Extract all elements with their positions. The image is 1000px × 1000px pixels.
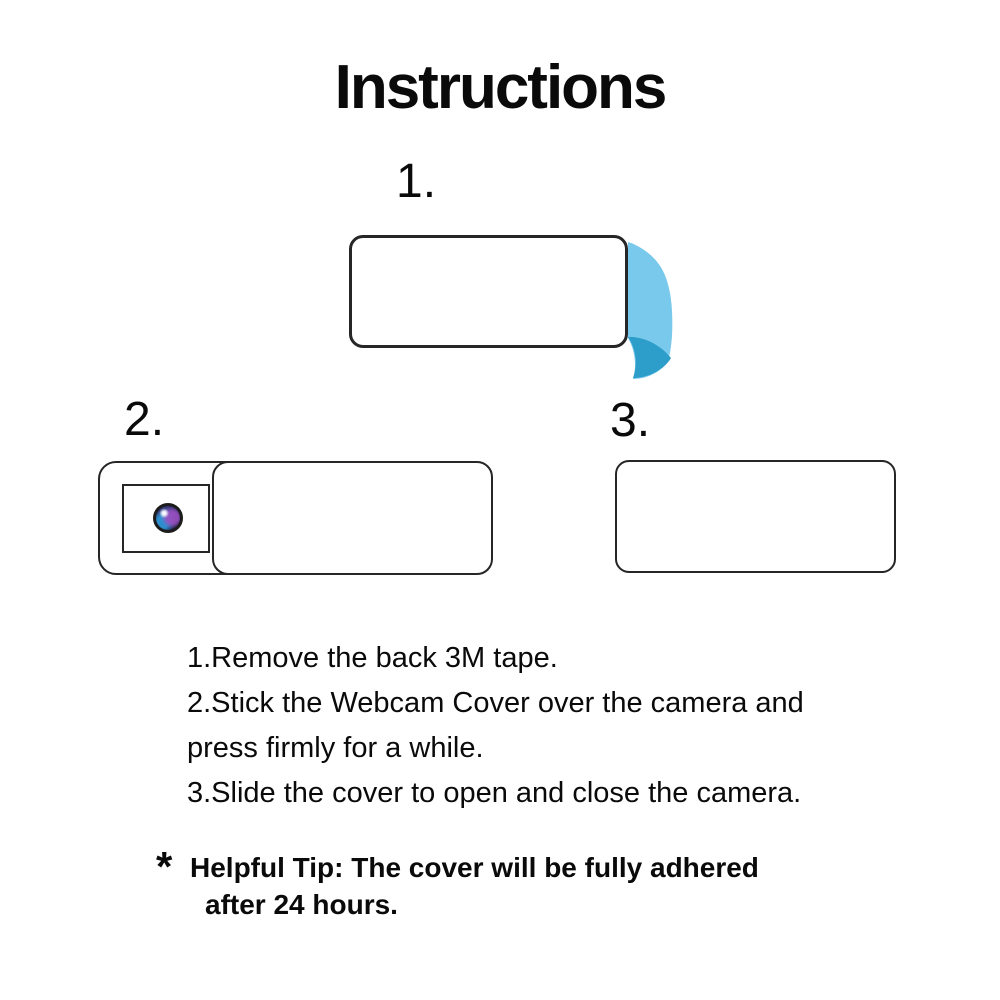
asterisk-icon: *: [156, 843, 173, 890]
step-2-label: 2.: [124, 393, 165, 446]
instruction-line: 1.Remove the back 3M tape.: [187, 642, 558, 674]
instruction-line: 3.Slide the cover to open and close the …: [187, 777, 802, 809]
page-title: Instructions: [334, 53, 668, 122]
step-3-label: 3.: [610, 394, 651, 447]
tip-line: after 24 hours.: [205, 889, 398, 920]
cover-back-graphic: [349, 235, 628, 348]
cover-slider-graphic: [212, 461, 493, 575]
step-1-label: 1.: [396, 155, 437, 208]
instruction-line: 2.Stick the Webcam Cover over the camera…: [187, 687, 804, 719]
instruction-text-block: 1.Remove the back 3M tape. 2.Stick the W…: [187, 636, 804, 816]
cover-closed-graphic: [615, 460, 896, 573]
peeling-tape-icon: [628, 242, 673, 379]
tape-curl-shape: [628, 336, 671, 378]
instruction-line: press firmly for a while.: [187, 732, 484, 764]
helpful-tip-block: Helpful Tip: The cover will be fully adh…: [190, 849, 759, 923]
tip-line: Helpful Tip: The cover will be fully adh…: [190, 852, 759, 883]
camera-lens-icon: [153, 503, 183, 533]
